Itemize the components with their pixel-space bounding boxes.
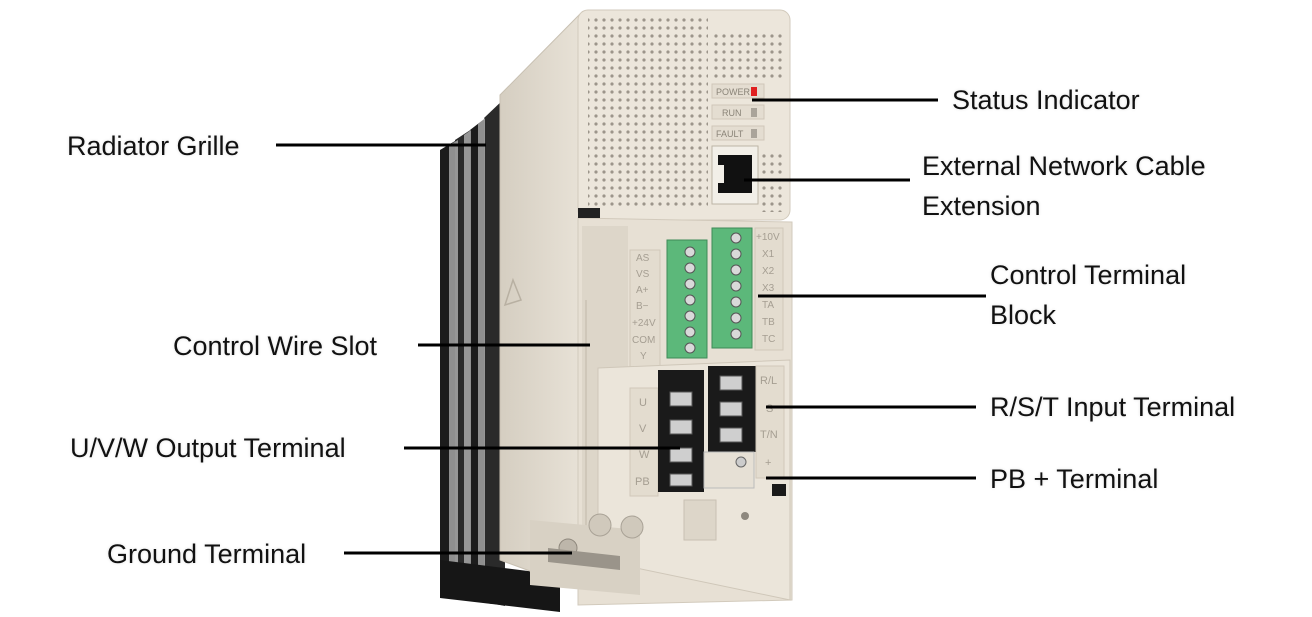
ctrl-label-a-plus: A+ <box>636 285 649 296</box>
radiator-grille-vents <box>588 18 708 208</box>
led-label-power: POWER <box>716 87 751 97</box>
ctrl-label-com: COM <box>632 335 655 346</box>
ctrl-label-y: Y <box>640 351 647 362</box>
callout-control-terminal-line1: Control Terminal <box>990 260 1187 290</box>
power-label-u: U <box>639 397 647 409</box>
callout-radiator-grille: Radiator Grille <box>67 131 240 161</box>
control-left-labels: AS VS A+ B− +24V COM Y <box>629 249 661 371</box>
network-port <box>711 145 759 205</box>
warning-triangle-icon <box>503 277 522 307</box>
ctrl-label-vs: VS <box>636 269 650 280</box>
vent-patch-top-right <box>712 30 786 80</box>
leader-lines <box>276 98 986 555</box>
status-indicator-panel: POWER RUN FAULT <box>711 83 765 141</box>
power-terminal-block <box>658 366 756 492</box>
ctrl-label-b-minus: B− <box>636 301 649 312</box>
callout-network-cable-line2: Extension <box>922 191 1041 221</box>
callout-pb-terminal: PB + Terminal <box>990 464 1159 494</box>
power-label-v: V <box>639 423 647 435</box>
power-label-w: W <box>639 449 650 461</box>
ctrl-label-ta: TA <box>762 300 774 311</box>
power-led <box>751 87 757 96</box>
ctrl-label-tb: TB <box>762 317 775 328</box>
ctrl-label-as: AS <box>636 253 650 264</box>
power-label-pb: PB <box>635 476 650 488</box>
ctrl-label-10v: +10V <box>756 232 780 243</box>
callout-network-cable-line1: External Network Cable <box>922 151 1206 181</box>
power-label-plus: + <box>765 457 771 469</box>
control-terminal-block <box>666 227 753 359</box>
callout-rst-input: R/S/T Input Terminal <box>990 392 1236 422</box>
callout-control-wire-slot: Control Wire Slot <box>173 331 378 361</box>
top-clip <box>578 208 600 218</box>
power-right-labels: R/L S T/N + <box>755 365 785 479</box>
callout-ground-terminal: Ground Terminal <box>107 539 307 569</box>
ctrl-label-x2: X2 <box>762 266 775 277</box>
callout-uvw-output: U/V/W Output Terminal <box>70 433 346 463</box>
fault-led <box>751 129 757 138</box>
callout-control-terminal-line2: Block <box>990 300 1057 330</box>
led-label-run: RUN <box>722 108 742 118</box>
ctrl-label-tc: TC <box>762 334 775 345</box>
power-label-s: S <box>766 403 773 415</box>
led-label-fault: FAULT <box>716 129 744 139</box>
housing-side-panel <box>499 10 583 591</box>
callout-status-indicator: Status Indicator <box>952 85 1140 115</box>
power-label-t: T/N <box>760 429 778 441</box>
run-led <box>751 108 757 117</box>
ctrl-label-24v: +24V <box>632 318 656 329</box>
ctrl-label-x3: X3 <box>762 283 775 294</box>
ctrl-label-x1: X1 <box>762 249 775 260</box>
control-right-labels: +10V X1 X2 X3 TA TB TC <box>754 227 784 351</box>
power-left-labels: U V W PB <box>629 387 659 497</box>
power-label-r: R/L <box>760 375 777 387</box>
